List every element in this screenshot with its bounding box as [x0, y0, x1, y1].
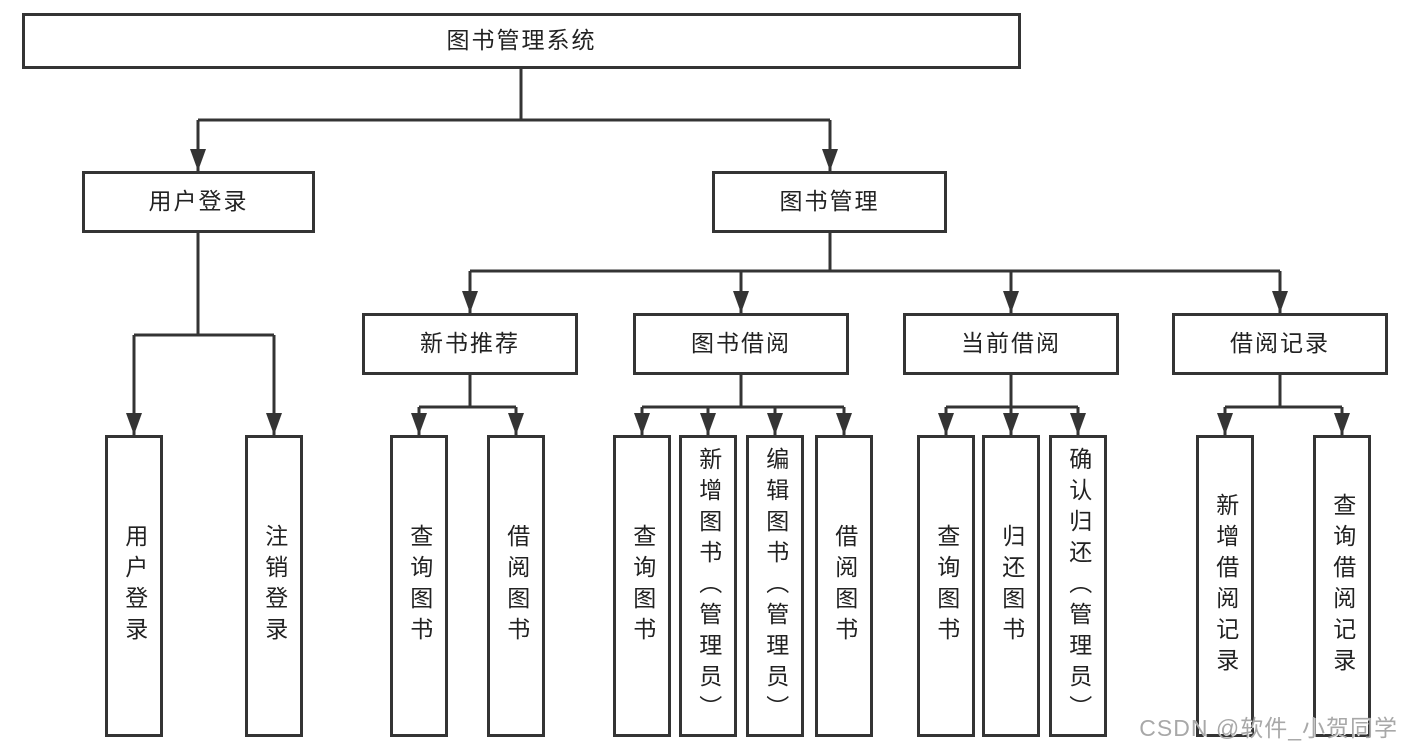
node-book-borrowing: 图书借阅 [633, 313, 849, 375]
watermark: CSDN @软件_小贺同学 [1139, 715, 1398, 741]
node-book-management: 图书管理 [712, 171, 947, 233]
leaf-return-books: 归还图书 [982, 435, 1040, 737]
leaf-query-books-borrow: 查询图书 [613, 435, 671, 737]
leaf-query-books-newbook: 查询图书 [390, 435, 448, 737]
leaf-logout: 注销登录 [245, 435, 303, 737]
node-borrowing-records: 借阅记录 [1172, 313, 1388, 375]
leaf-edit-book-admin: 编辑图书（管理员） [746, 435, 804, 737]
leaf-add-book-admin: 新增图书（管理员） [679, 435, 737, 737]
node-library-management-system: 图书管理系统 [22, 13, 1021, 69]
leaf-query-books-current: 查询图书 [917, 435, 975, 737]
leaf-borrow-books-newbook: 借阅图书 [487, 435, 545, 737]
node-new-book-recommendation: 新书推荐 [362, 313, 578, 375]
node-current-borrowing: 当前借阅 [903, 313, 1119, 375]
leaf-query-borrow-record: 查询借阅记录 [1313, 435, 1371, 737]
leaf-add-borrow-record: 新增借阅记录 [1196, 435, 1254, 737]
node-user-login: 用户登录 [82, 171, 315, 233]
leaf-user-login: 用户登录 [105, 435, 163, 737]
leaf-confirm-return-admin: 确认归还（管理员） [1049, 435, 1107, 737]
arrowheads [126, 149, 1350, 435]
leaf-borrow-books: 借阅图书 [815, 435, 873, 737]
